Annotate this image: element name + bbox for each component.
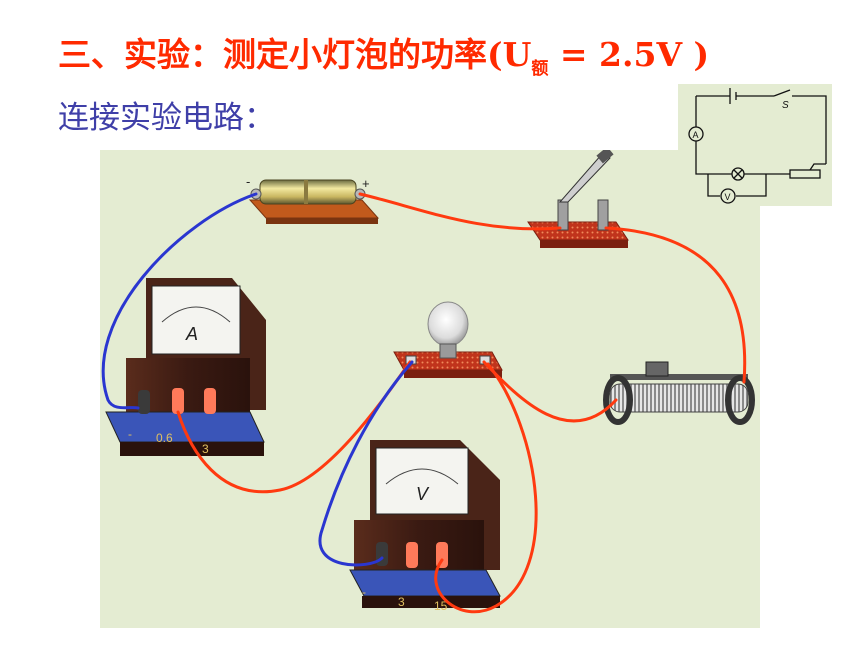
lamp[interactable] — [393, 301, 503, 378]
ammeter-terminal-0.6: 0.6 — [156, 431, 173, 445]
ammeter-terminal-neg: - — [128, 427, 132, 441]
rheostat[interactable] — [603, 361, 755, 425]
knife-switch[interactable] — [527, 146, 629, 248]
ammeter[interactable]: A - 0.6 3 — [105, 278, 266, 456]
wire-red-lamp-rheostat — [482, 360, 618, 423]
slide-title: 三、实验：测定小灯泡的功率(U额 = 2.5V ) — [58, 28, 709, 79]
apparatus-drawing: - + A - 0.6 3 — [101, 146, 755, 614]
battery-positive-label: + — [362, 176, 370, 191]
title-subscript: 额 — [531, 59, 549, 79]
voltmeter-terminal-3: 3 — [398, 595, 405, 609]
voltmeter-face-label: V — [416, 484, 430, 504]
circuit-switch-label: S — [782, 100, 789, 111]
wire-red-lamp-voltmeter — [434, 362, 538, 614]
circuit-voltmeter-symbol: V — [725, 192, 731, 202]
battery-negative-label: - — [246, 174, 250, 189]
wire-red-battery-switch — [358, 192, 562, 231]
voltmeter-terminal-neg: - — [362, 585, 366, 599]
ammeter-face-label: A — [185, 324, 198, 344]
title-main: 三、实验：测定小灯泡的功率(U — [58, 35, 532, 74]
slide-subtitle: 连接实验电路： — [58, 100, 275, 136]
circuit-schematic: S A V — [688, 88, 827, 204]
ammeter-terminal-3: 3 — [202, 442, 209, 456]
wire-blue-battery-ammeter — [101, 192, 258, 410]
wires — [101, 192, 747, 614]
switch-blade — [773, 89, 791, 97]
voltmeter-terminal-15: 15 — [434, 599, 448, 613]
experiment-board: - + A - 0.6 3 — [100, 146, 760, 628]
circuit-ammeter-symbol: A — [693, 130, 699, 140]
circuit-diagram: S A V — [678, 84, 832, 206]
wire-red-switch-rheostat — [604, 226, 747, 384]
voltmeter[interactable]: V - 3 15 — [349, 440, 501, 613]
battery[interactable]: - + — [246, 174, 380, 224]
title-tail: = 2.5V ) — [548, 35, 710, 74]
wire-blue-lamp-voltmeter — [318, 360, 414, 567]
